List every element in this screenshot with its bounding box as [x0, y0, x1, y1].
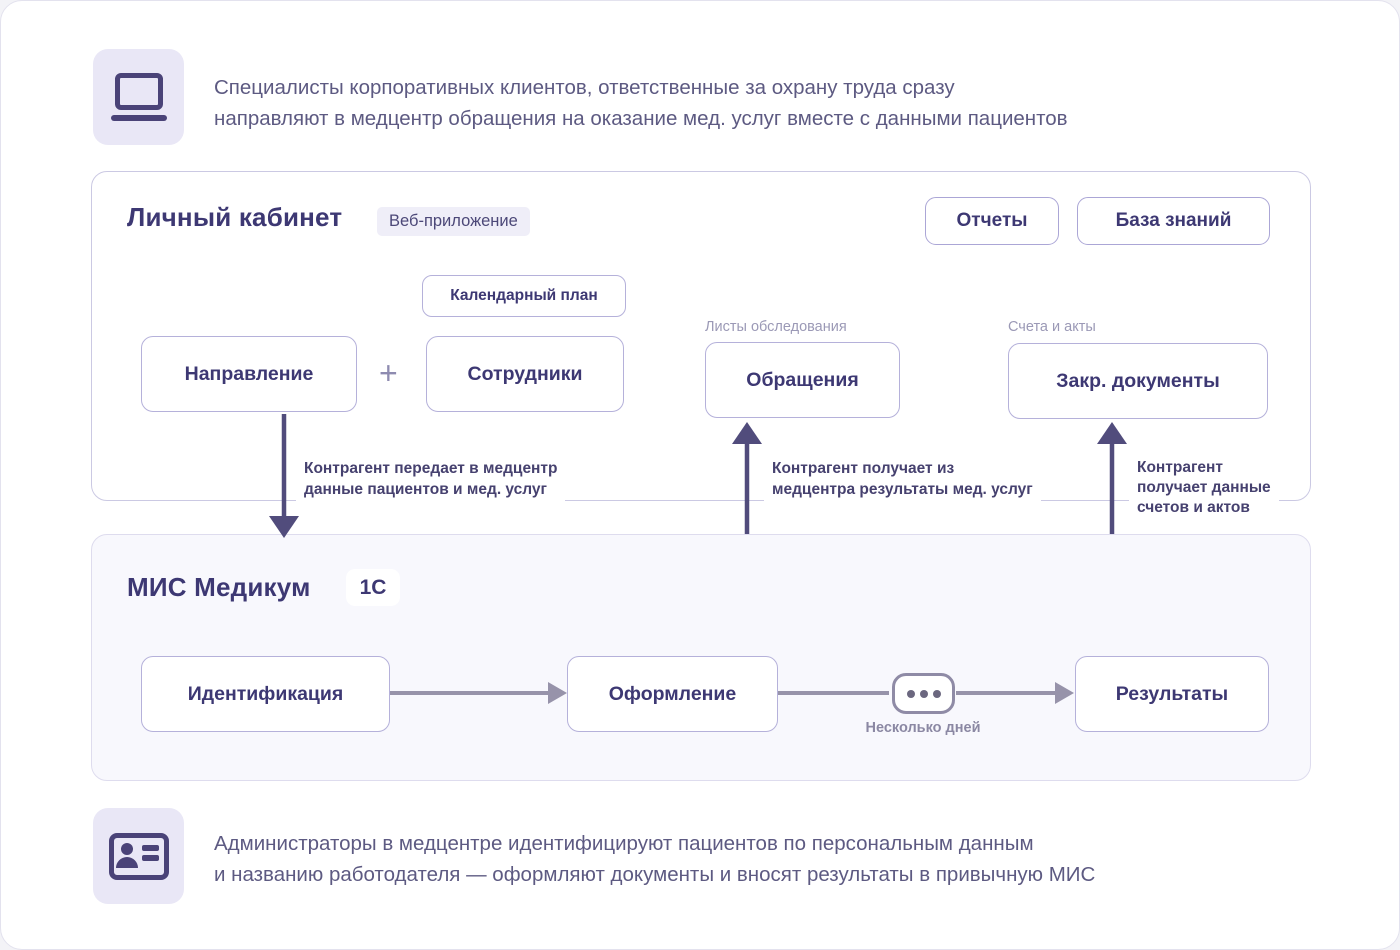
mis-title: МИС Медикум	[127, 572, 311, 602]
caption-appeals: Листы обследования	[705, 319, 847, 335]
top-note-tile	[93, 49, 184, 145]
reports-button[interactable]: Отчеты	[925, 197, 1059, 245]
step-processing: Оформление	[567, 656, 778, 732]
flow-label-down: Контрагент передает в медцентр данные па…	[296, 457, 566, 503]
delay-label: Несколько дней	[865, 720, 981, 736]
bottom-note-tile	[93, 808, 184, 904]
node-referral: Направление	[141, 336, 357, 412]
mis-panel: МИС Медикум 1С Идентификация Оформление …	[91, 534, 1311, 781]
bottom-note-text: Администраторы в медцентре идентифицирую…	[214, 832, 1096, 886]
cabinet-panel: Личный кабинет Веб-приложение Отчеты Баз…	[91, 171, 1311, 501]
plus-icon: +	[379, 355, 398, 391]
laptop-icon	[110, 73, 167, 121]
calendar-plan-chip: Календарный план	[422, 275, 626, 317]
ellipsis-icon	[892, 673, 955, 714]
node-employees: Сотрудники	[426, 336, 624, 412]
caption-closing-docs: Счета и акты	[1008, 319, 1096, 335]
flow-label-up-docs: Контрагент получает данные счетов и акто…	[1129, 457, 1279, 521]
node-appeals: Обращения	[705, 342, 900, 418]
top-note-text: Специалисты корпоративных клиентов, отве…	[214, 76, 1068, 130]
cabinet-title: Личный кабинет	[127, 202, 343, 232]
flow-label-up-appeals: Контрагент получает из медцентра результ…	[764, 457, 1041, 503]
cabinet-badge: Веб-приложение	[377, 207, 530, 236]
node-closing-docs: Закр. документы	[1008, 343, 1268, 419]
step-identification: Идентификация	[141, 656, 390, 732]
knowledge-base-button[interactable]: База знаний	[1077, 197, 1270, 245]
id-card-icon	[108, 832, 169, 880]
mis-1c-badge: 1С	[346, 569, 400, 606]
step-results: Результаты	[1075, 656, 1269, 732]
